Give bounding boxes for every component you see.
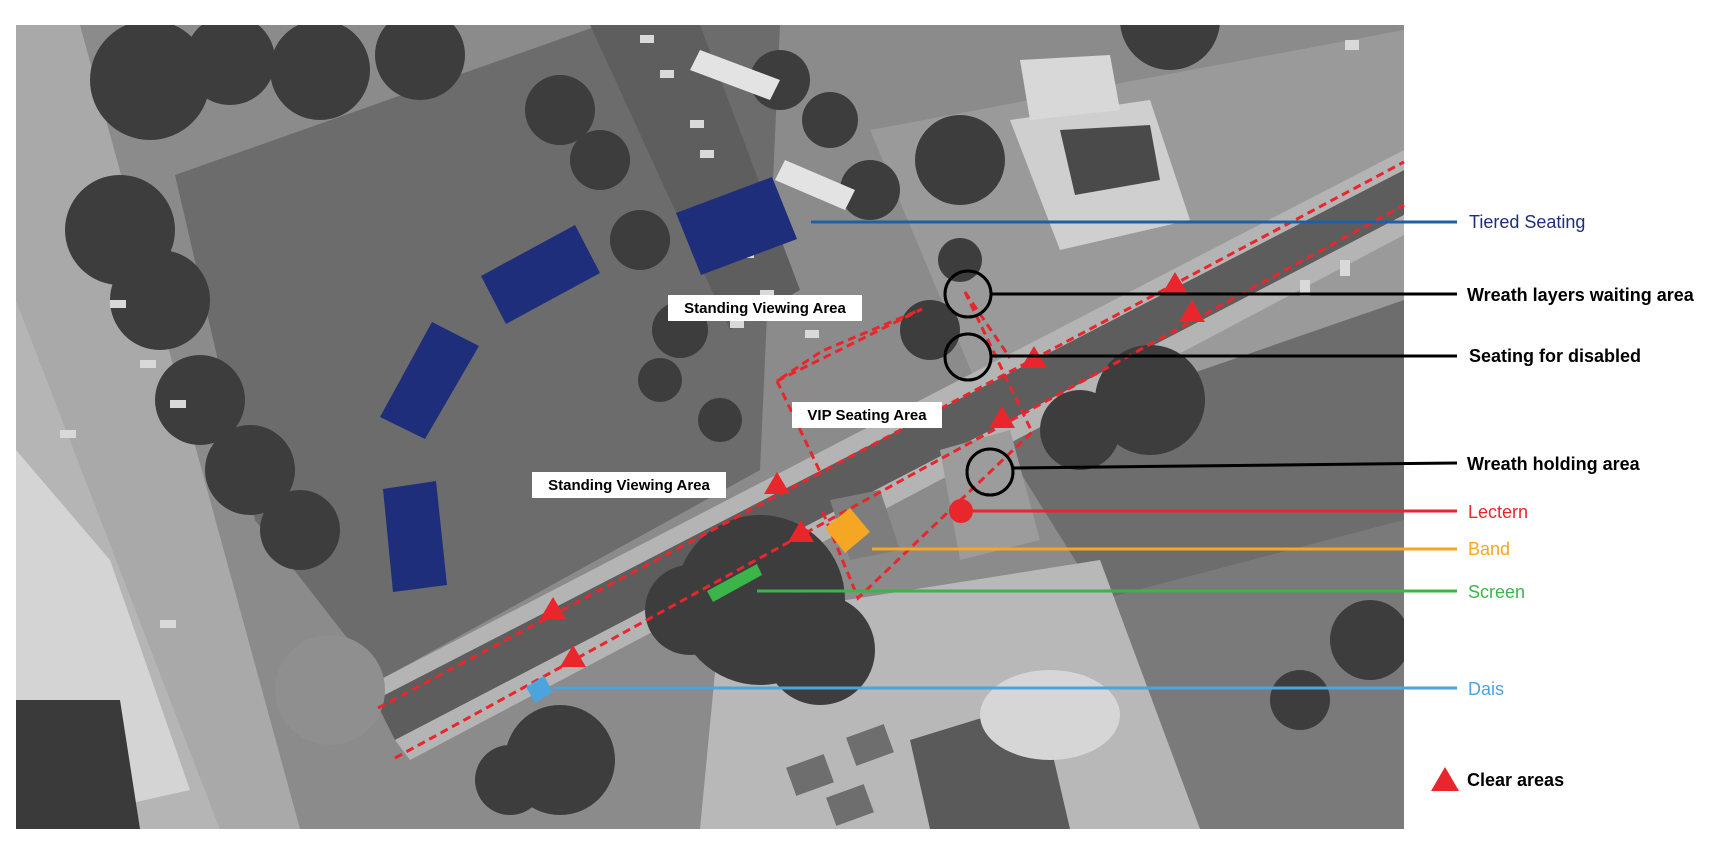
- vip-area-outline: [776, 307, 923, 383]
- area-label-standing-upper: Standing Viewing Area: [668, 295, 862, 321]
- area-label-text: VIP Seating Area: [807, 407, 927, 424]
- clear-area-marker: [1162, 272, 1188, 294]
- legend-wreath-holding: Wreath holding area: [1467, 454, 1641, 474]
- tiered-seating-block: [380, 322, 479, 439]
- vip-area-outline: [820, 291, 1034, 601]
- clear-areas-legend-icon: [1431, 767, 1459, 791]
- clear-area-marker: [989, 406, 1015, 428]
- tiered-seating-block: [676, 177, 797, 275]
- route-lines: [377, 160, 1405, 760]
- band-marker: [825, 508, 870, 553]
- wreath-holding-leader: [1011, 461, 1458, 470]
- tiered-seating-block: [481, 225, 600, 324]
- legend-tiered-seating: Tiered Seating: [1469, 212, 1585, 232]
- clear-area-marker: [788, 520, 814, 542]
- lectern-marker: [949, 499, 973, 523]
- route-line-lower: [394, 203, 1405, 760]
- area-label-vip: VIP Seating Area: [792, 402, 942, 428]
- wreath-holding-circle: [965, 447, 1015, 497]
- area-label-text: Standing Viewing Area: [684, 300, 846, 317]
- legend-band: Band: [1468, 539, 1510, 559]
- vip-area-outline: [775, 380, 824, 477]
- legend-dais: Dais: [1468, 679, 1504, 699]
- vip-area-outline: [963, 291, 1012, 359]
- aerial-photo: [16, 25, 1404, 829]
- legend-wreath-waiting: Wreath layers waiting area: [1467, 285, 1695, 305]
- screen-marker: [707, 564, 762, 602]
- legend-lectern: Lectern: [1468, 502, 1528, 522]
- clear-area-marker: [540, 597, 566, 619]
- legend-seating-disabled: Seating for disabled: [1469, 346, 1641, 366]
- dais-marker: [526, 676, 553, 703]
- clear-area-marker: [1179, 300, 1205, 322]
- tiered-seating-blocks: [380, 177, 797, 592]
- legend-screen: Screen: [1468, 582, 1525, 602]
- area-label-standing-lower: Standing Viewing Area: [532, 472, 726, 498]
- main-road: [375, 170, 1404, 740]
- area-label-text: Standing Viewing Area: [548, 477, 710, 494]
- tiered-seating-block: [383, 481, 447, 592]
- legend-clear-areas: Clear areas: [1467, 770, 1564, 790]
- clear-area-marker: [764, 472, 790, 494]
- clear-area-marker: [560, 645, 586, 667]
- route-line-upper: [377, 160, 1405, 710]
